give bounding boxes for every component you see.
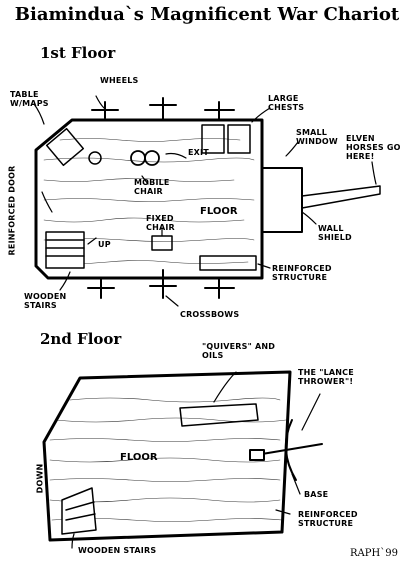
fixed-chair: [151, 235, 173, 251]
large-chest-2: [227, 124, 251, 154]
label-base: BASE: [304, 490, 329, 499]
lance-thrower: [249, 419, 323, 481]
label-floor-2: FLOOR: [120, 452, 158, 463]
label-elven-horses: ELVEN HORSES GO HERE!: [346, 134, 401, 161]
quivers: [179, 403, 259, 427]
label-fixed-chair: FIXED CHAIR: [146, 214, 175, 232]
second-floor-plan: [42, 370, 323, 542]
second-floor-heading: 2nd Floor: [40, 330, 122, 348]
label-table-maps: TABLE W/MAPS: [10, 90, 49, 108]
label-wheels: WHEELS: [100, 76, 139, 85]
label-lance-thrower: THE "LANCE THROWER"!: [298, 368, 354, 386]
crossbow-bottom: [149, 269, 177, 299]
signature: RAPH`99: [350, 548, 398, 559]
wheel-top-left: [91, 101, 119, 119]
label-large-chests: LARGE CHESTS: [268, 94, 305, 112]
label-mobile-chair: MOBILE CHAIR: [134, 178, 170, 196]
large-chest-1: [201, 124, 225, 154]
label-up: UP: [98, 240, 111, 249]
horse-shaft: [301, 185, 381, 209]
label-reinforced-structure-1: REINFORCED STRUCTURE: [272, 264, 332, 282]
label-quivers-oils: "QUIVERS" AND OILS: [202, 342, 276, 360]
first-floor-plan: [34, 97, 381, 299]
label-wall-shield: WALL SHIELD: [318, 224, 352, 242]
mobile-chair-right: [144, 150, 160, 166]
first-floor-heading: 1st Floor: [40, 44, 116, 62]
label-wooden-stairs-2: WOODEN STAIRS: [78, 546, 157, 555]
label-small-window: SMALL WINDOW: [296, 128, 338, 146]
crossbow-top: [149, 97, 177, 121]
label-exit: EXIT: [188, 148, 209, 157]
label-floor-1: FLOOR: [200, 206, 238, 217]
annotation-arrows: [33, 95, 377, 549]
second-floor-wood-grain: [49, 397, 287, 522]
label-reinforced-door: REINFORCED DOOR: [7, 165, 17, 256]
first-floor-hull: [34, 118, 264, 280]
label-crossbows: CROSSBOWS: [180, 310, 240, 319]
reinforced-bench: [199, 255, 257, 271]
label-wooden-stairs-1: WOODEN STAIRS: [24, 292, 67, 310]
stool: [88, 151, 102, 165]
map-table: [45, 127, 85, 167]
wheel-bottom-right: [204, 277, 235, 299]
second-floor-stairs: [61, 487, 97, 535]
label-down: DOWN: [35, 463, 45, 494]
wheel-bottom-left: [87, 277, 115, 299]
second-floor-hull: [42, 370, 292, 542]
mobile-chair-left: [130, 150, 146, 166]
label-reinforced-structure-2: REINFORCED STRUCTURE: [298, 510, 358, 528]
diagram-title: Biamindua`s Magnificent War Chariot: [14, 4, 400, 25]
wall-shield-block: [261, 167, 303, 233]
first-floor-stairs: [45, 231, 85, 269]
wheel-top-right: [204, 101, 235, 121]
